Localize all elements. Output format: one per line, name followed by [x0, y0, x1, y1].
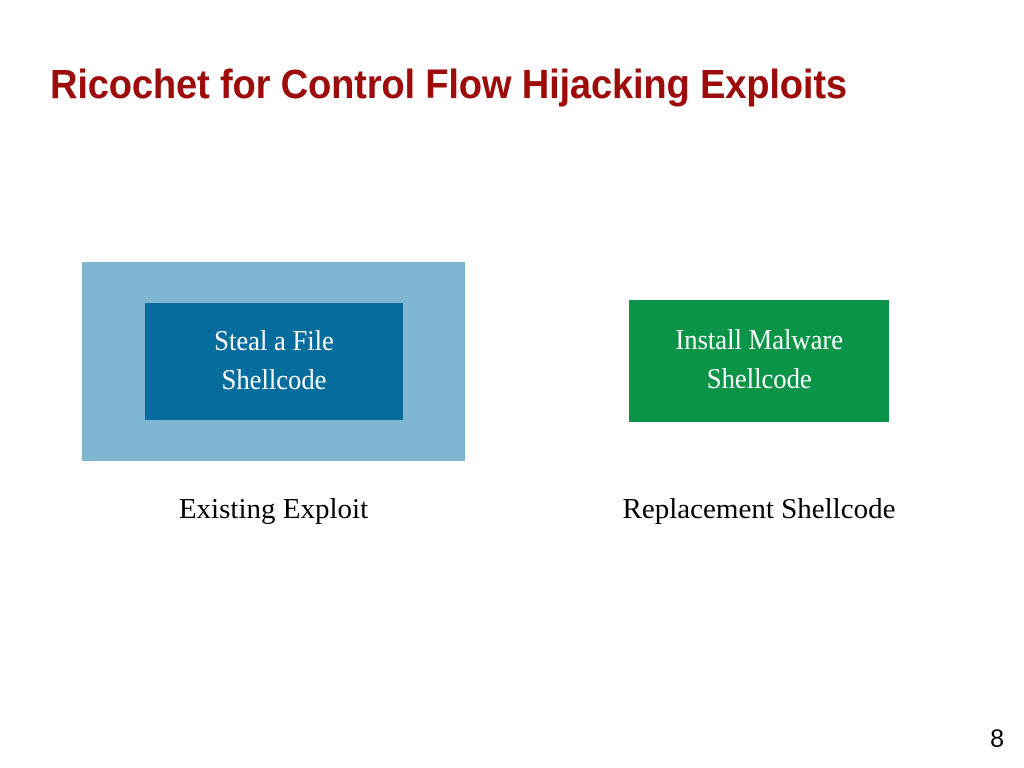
existing-exploit-group: Steal a File Shellcode Existing Exploit	[82, 262, 465, 542]
install-malware-shellcode-box: Install Malware Shellcode	[629, 300, 889, 422]
existing-exploit-caption: Existing Exploit	[62, 493, 485, 526]
steal-a-file-shellcode-label: Steal a File Shellcode	[214, 325, 334, 396]
page-title: Ricochet for Control Flow Hijacking Expl…	[50, 61, 847, 107]
replacement-shellcode-caption-label: Replacement Shellcode	[622, 493, 896, 525]
install-malware-shellcode-label: Install Malware Shellcode	[675, 325, 843, 395]
exploit-outer-box: Steal a File Shellcode	[82, 262, 465, 461]
steal-a-file-shellcode-box: Steal a File Shellcode	[145, 303, 403, 420]
page-number: 8	[990, 725, 1004, 753]
replacement-shellcode-group: Install Malware Shellcode Replacement Sh…	[623, 300, 895, 542]
existing-exploit-caption-label: Existing Exploit	[178, 493, 369, 525]
replacement-shellcode-caption: Replacement Shellcode	[539, 493, 979, 526]
